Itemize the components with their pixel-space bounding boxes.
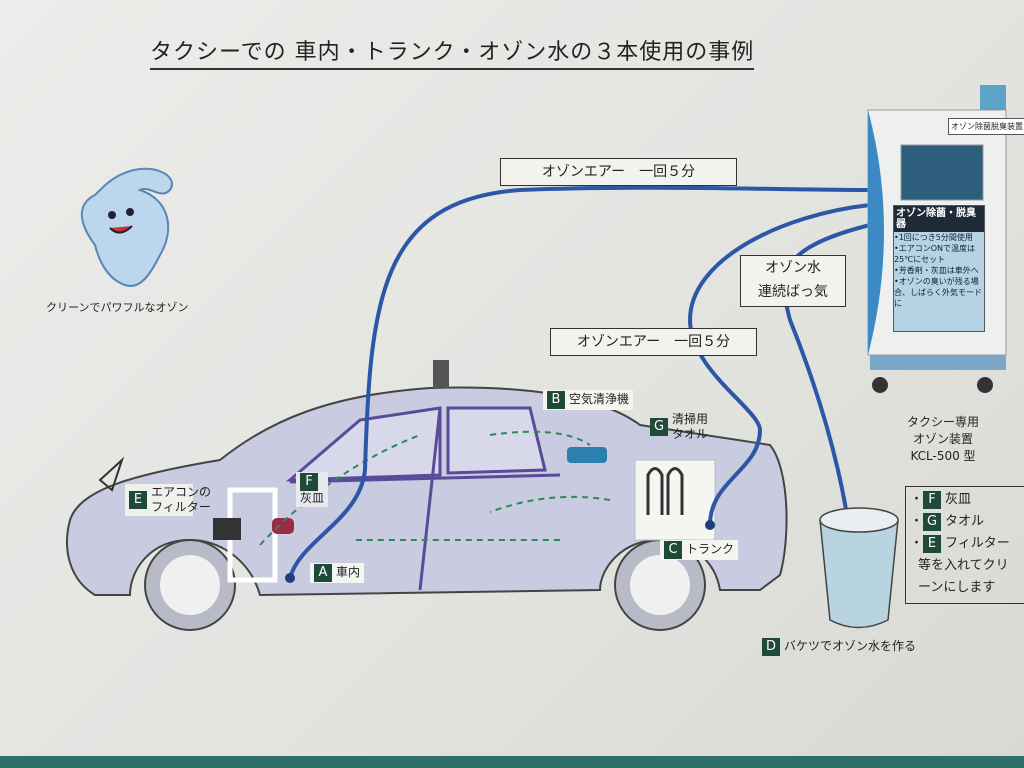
ozone-water-line2: 連続ばっ気 (758, 284, 828, 300)
point-b: B 空気清浄機 (543, 390, 634, 410)
instruction-item: •芳香剤・灰皿は車外へ (894, 266, 979, 275)
legend-label: フィルター (945, 536, 1010, 551)
taxi-car-illustration (66, 360, 788, 631)
point-e: E エアコンのフィルター (125, 484, 212, 516)
callout-ozone-air-mid: オゾンエアー 一回５分 (550, 328, 757, 356)
label-d: バケツでオゾン水を作る (784, 639, 917, 653)
legend-tag: G (923, 513, 942, 531)
callout-ozone-water: オゾン水 連続ばっ気 (740, 255, 846, 307)
point-a: A 車内 (310, 563, 365, 583)
legend-tag: E (923, 535, 942, 553)
label-b: 空気清浄機 (569, 392, 630, 406)
point-g: G 清掃用タオル (650, 412, 709, 442)
ozone-water-line1: オゾン水 (765, 260, 821, 276)
device-panel-title: オゾン除菌・脱臭器 (894, 206, 984, 232)
legend-tag: F (923, 491, 942, 509)
instruction-item: •オゾンの臭いが残る場合、しばらく外気モードに (894, 277, 982, 308)
tag-e: E (129, 491, 147, 509)
device-caption-line1: タクシー専用 (906, 415, 979, 429)
label-a: 車内 (336, 565, 361, 579)
bucket-illustration (819, 507, 899, 629)
label-c: トランク (686, 542, 735, 556)
device-caption-line2: オゾン装置 (912, 432, 973, 446)
ozone-mascot-icon (80, 167, 173, 287)
point-d: D バケツでオゾン水を作る (762, 638, 916, 656)
poster-frame-bottom (0, 756, 1024, 768)
label-f: 灰皿 (300, 491, 325, 505)
point-c: C トランク (660, 540, 739, 560)
label-e-line2: フィルター (151, 500, 211, 514)
instruction-item: •エアコンONで温度は25℃にセット (894, 244, 975, 264)
tag-g: G (650, 418, 668, 436)
instruction-item: •1回につき5分間使用 (894, 233, 973, 242)
tag-d: D (762, 638, 780, 656)
device-sticker: オゾン除菌脱臭装置 (948, 118, 1024, 135)
page-title: タクシーでの 車内・トランク・オゾン水の３本使用の事例 (150, 34, 755, 70)
label-g-line2: タオル (672, 427, 709, 441)
device-instruction-panel: オゾン除菌・脱臭器 •1回につき5分間使用 •エアコンONで温度は25℃にセット… (893, 205, 985, 332)
legend-label: タオル (945, 514, 985, 529)
device-caption: タクシー専用 オゾン装置 KCL-500 型 (893, 414, 993, 465)
tag-c: C (664, 541, 682, 559)
device-caption-line3: KCL-500 型 (910, 449, 976, 463)
legend-label: 灰皿 (945, 492, 972, 507)
tag-a: A (314, 564, 332, 582)
callout-ozone-air-top: オゾンエアー 一回５分 (500, 158, 737, 186)
tag-f: F (300, 473, 318, 491)
mascot-caption: クリーンでパワフルなオゾン (46, 301, 189, 314)
legend-note-line2: ーンにします (918, 580, 996, 595)
label-g-line1: 清掃用 (672, 412, 709, 426)
label-e-line1: エアコンの (151, 485, 212, 499)
tag-b: B (547, 391, 565, 409)
legend-note-line1: 等を入れてクリ (918, 558, 1009, 573)
